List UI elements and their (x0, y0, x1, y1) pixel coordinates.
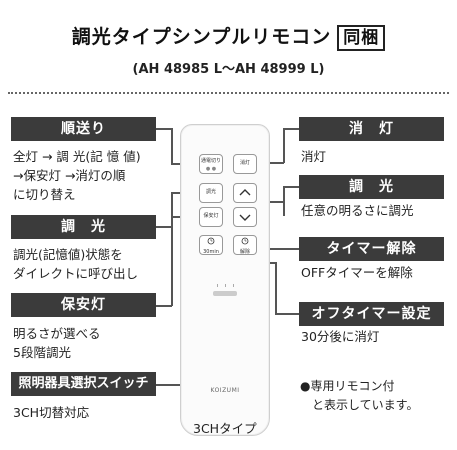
label-switch: 照明器具選択スイッチ (11, 372, 156, 396)
desc-hoantou-line1: 明るさが選べる (13, 326, 101, 341)
connector-junokuri (156, 128, 172, 130)
desc-choko-left: 調光(記憶値)状態を ダイレクトに呼び出し (13, 245, 173, 283)
label-junokuri: 順送り (11, 117, 156, 141)
junokuri-button[interactable]: 通電切り ● ● (199, 154, 223, 174)
included-badge: 同梱 (337, 25, 386, 51)
connector-timer-cancel (258, 248, 299, 250)
label-off-timer: オフタイマー設定 (299, 302, 444, 326)
label-shoutou: 消 灯 (299, 117, 444, 141)
connector-off-timer (275, 313, 299, 315)
connector-off-timer-v (275, 262, 277, 314)
remote-type-caption: 3CHタイプ (193, 421, 257, 436)
connector-hoantou-v (171, 216, 173, 306)
desc-hoantou: 明るさが選べる 5段階調光 (13, 324, 173, 362)
label-timer-cancel: タイマー解除 (299, 237, 444, 261)
desc-choko-left-line1: 調光(記憶値)状態を (13, 247, 123, 262)
desc-junokuri-line1: 全灯 → 調 光(記 憶 値) (13, 149, 141, 164)
channel-tick-2 (225, 284, 226, 287)
desc-shoutou: 消灯 (301, 149, 327, 164)
note-line2: と表示しています。 (312, 398, 419, 412)
dotted-divider (8, 92, 449, 94)
connector-choko-left-v (171, 192, 173, 227)
label-choko-left: 調 光 (11, 215, 156, 239)
connector-choko-left (156, 226, 172, 228)
model-range: (AH 48985 L〜AH 48999 L) (132, 62, 325, 77)
desc-junokuri: 全灯 → 調 光(記 憶 値) →保安灯 →消灯の順 に切り替え (13, 147, 173, 204)
junokuri-button-label: 通電切り (200, 158, 221, 164)
connector-choko-right-h (258, 201, 284, 203)
cancel-button[interactable]: 解除 (233, 235, 257, 255)
channel-tick-1 (217, 284, 218, 287)
choko-button[interactable]: 調光 (199, 183, 223, 203)
dimmer-button[interactable] (233, 207, 257, 227)
timer-button-label: 30min (203, 249, 219, 255)
connector-hoantou (156, 305, 172, 307)
label-choko-right: 調 光 (299, 175, 444, 199)
timer-button[interactable]: 30min (199, 235, 223, 255)
cancel-button-label: 解除 (239, 249, 250, 255)
channel-switch-track[interactable] (213, 291, 237, 296)
hoan-button[interactable]: 保安灯 (199, 207, 223, 227)
connector-choko-right (283, 186, 299, 188)
desc-choko-right: 任意の明るさに調光 (301, 203, 414, 218)
desc-junokuri-line2: →保安灯 →消灯の順 (13, 168, 126, 183)
note: ●専用リモコン付 と表示しています。 (300, 377, 418, 415)
connector-junokuri-v (171, 128, 173, 164)
page-title: 調光タイプシンプルリモコン同梱 (0, 22, 457, 51)
connector-switch (156, 384, 184, 386)
connector-shoutou (283, 128, 299, 130)
note-line1: ●専用リモコン付 (300, 379, 395, 393)
title-text: 調光タイプシンプルリモコン (71, 26, 332, 48)
connector-shoutou-h (258, 162, 284, 164)
desc-choko-left-line2: ダイレクトに呼び出し (13, 266, 139, 281)
brand-logo: KOIZUMI (210, 387, 240, 394)
junokuri-button-dots: ● ● (205, 166, 217, 172)
chevron-down-icon (239, 214, 251, 221)
clock-icon (207, 237, 215, 245)
shoutou-button[interactable]: 消灯 (233, 154, 257, 174)
connector-shoutou-v (283, 128, 285, 163)
remote-control: 通電切り ● ● 消灯 調光 保安灯 30min 解除 KOIZUMI (180, 124, 270, 436)
desc-timer-cancel: OFFタイマーを解除 (301, 265, 413, 280)
desc-junokuri-line3: に切り替え (13, 187, 76, 202)
channel-tick-3 (233, 284, 234, 287)
desc-switch: 3CH切替対応 (13, 405, 90, 420)
desc-off-timer: 30分後に消灯 (301, 329, 380, 344)
brighter-button[interactable] (233, 183, 257, 203)
chevron-up-icon (239, 189, 251, 196)
label-hoantou: 保安灯 (11, 293, 156, 317)
desc-hoantou-line2: 5段階調光 (13, 345, 71, 360)
clock-icon (241, 237, 249, 245)
